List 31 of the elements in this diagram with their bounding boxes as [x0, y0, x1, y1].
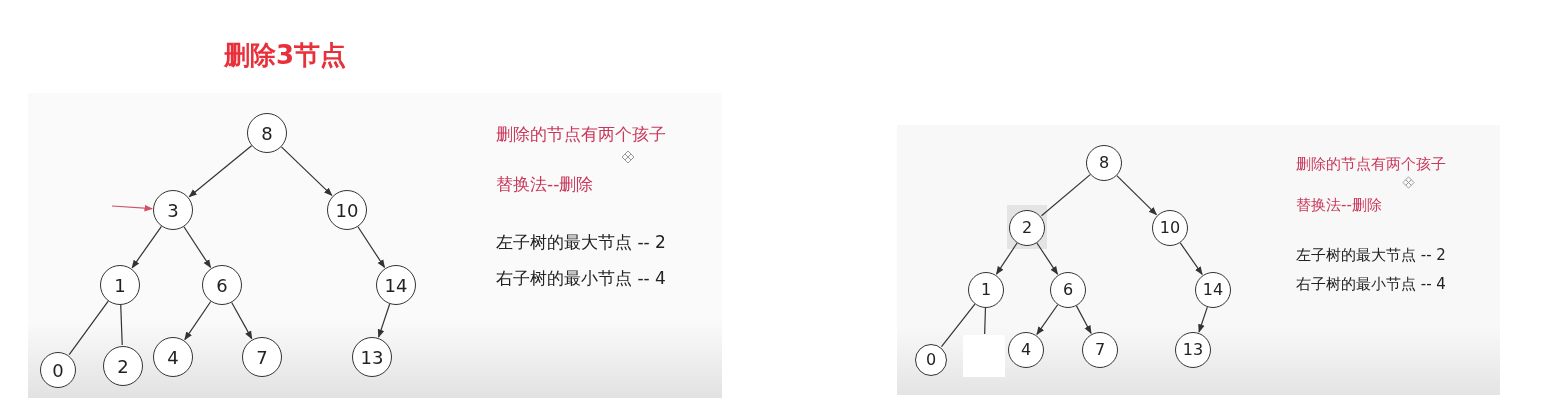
title: 删除3节点 [222, 39, 348, 72]
arrow [995, 242, 1018, 275]
connector-line [120, 304, 123, 346]
note-text: 替换法--删除 [496, 173, 594, 196]
arrow [280, 146, 333, 197]
connector-line [984, 307, 987, 335]
arrow [1198, 306, 1208, 333]
arrow [1036, 242, 1059, 275]
note-text: 左子树的最大节点 -- 2 [496, 231, 666, 254]
arrow [184, 300, 212, 341]
arrow [377, 303, 391, 338]
note-text: 替换法--删除 [1296, 195, 1382, 216]
arrow [1075, 305, 1092, 334]
connector-line [940, 303, 976, 348]
arrow [1179, 242, 1203, 276]
blank-box [963, 335, 1005, 377]
note-text: 左子树的最大节点 -- 2 [1296, 245, 1446, 266]
note-text: 右子树的最小节点 -- 4 [1296, 274, 1446, 295]
arrow [131, 225, 163, 269]
note-text: 删除的节点有两个孩子 [496, 123, 666, 146]
connector-line [1040, 174, 1091, 217]
arrow [1116, 175, 1158, 216]
arrow [183, 226, 212, 269]
arrow [357, 226, 386, 269]
note-text: 右子树的最小节点 -- 4 [496, 267, 666, 290]
connector-line [68, 300, 109, 356]
arrow [111, 204, 153, 212]
arrow [231, 301, 253, 340]
note-text: 删除的节点有两个孩子 [1296, 154, 1446, 175]
arrow [188, 145, 253, 198]
arrow [1036, 304, 1059, 336]
